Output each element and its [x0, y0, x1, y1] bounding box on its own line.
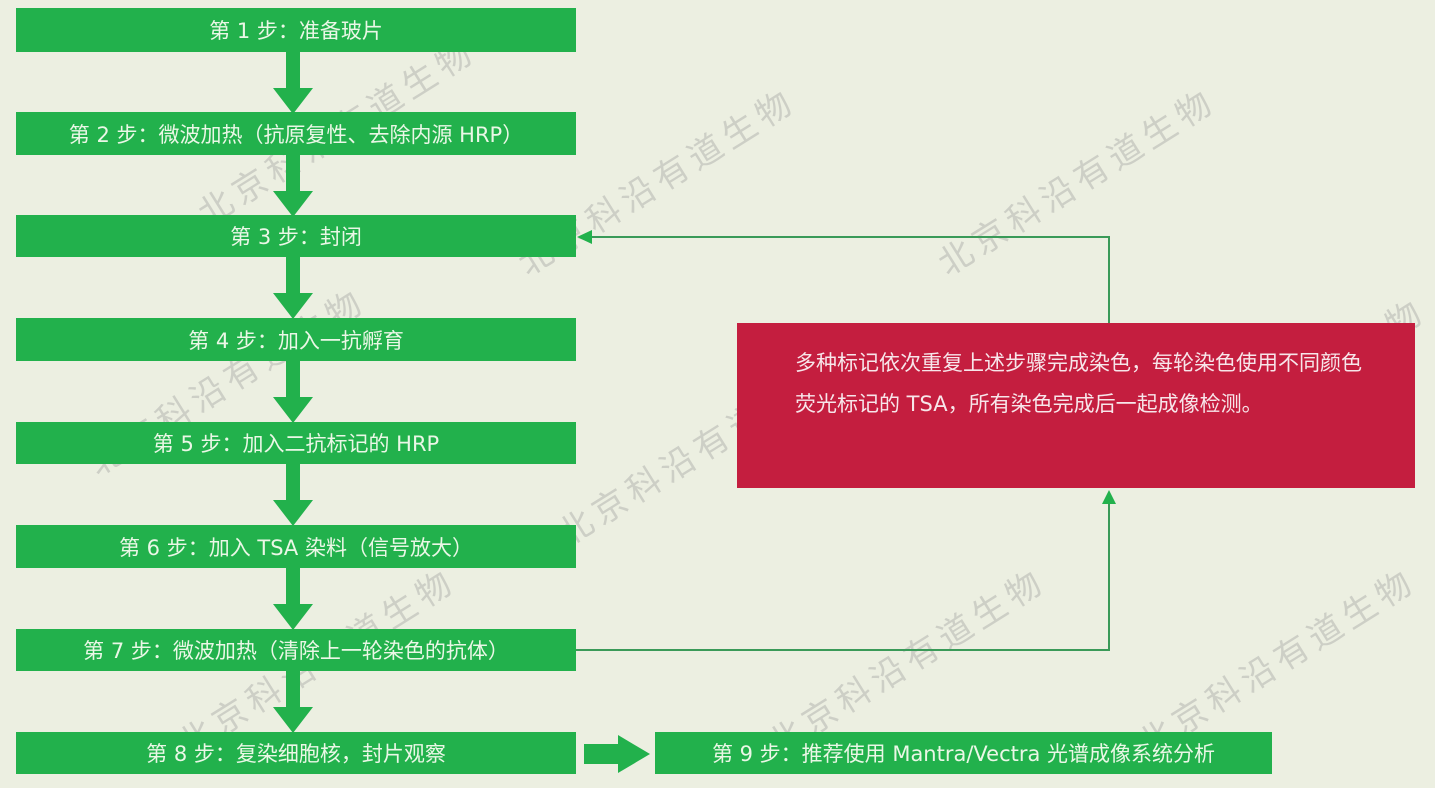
arrow-down-icon	[273, 707, 313, 733]
arrow-down-stem	[286, 257, 300, 297]
step-7-box: 第 7 步：微波加热（清除上一轮染色的抗体）	[16, 629, 576, 671]
step-1-box: 第 1 步：准备玻片	[16, 8, 576, 52]
arrow-down-stem	[286, 568, 300, 608]
arrow-left-icon	[577, 230, 592, 244]
arrow-right-icon	[618, 735, 650, 773]
connector-line	[590, 236, 1110, 238]
connector-line	[576, 649, 1110, 651]
connector-line	[1108, 237, 1110, 323]
arrow-down-icon	[273, 293, 313, 319]
step-8-box: 第 8 步：复染细胞核，封片观察	[16, 732, 576, 774]
arrow-down-stem	[286, 671, 300, 711]
connector-line	[1108, 500, 1110, 651]
step-2-box: 第 2 步：微波加热（抗原复性、去除内源 HRP）	[16, 112, 576, 155]
step-5-box: 第 5 步：加入二抗标记的 HRP	[16, 422, 576, 464]
step-4-box: 第 4 步：加入一抗孵育	[16, 318, 576, 361]
arrow-down-icon	[273, 500, 313, 526]
arrow-down-stem	[286, 464, 300, 504]
arrow-down-icon	[273, 191, 313, 217]
repeat-note-box: 多种标记依次重复上述步骤完成染色，每轮染色使用不同颜色荧光标记的 TSA，所有染…	[737, 323, 1415, 488]
arrow-right-stem	[584, 744, 620, 764]
arrow-down-icon	[273, 604, 313, 630]
arrow-down-icon	[273, 88, 313, 114]
arrow-down-stem	[286, 52, 300, 92]
arrow-down-stem	[286, 155, 300, 195]
arrow-up-icon	[1102, 490, 1116, 504]
step-6-box: 第 6 步：加入 TSA 染料（信号放大）	[16, 525, 576, 568]
repeat-note-text: 多种标记依次重复上述步骤完成染色，每轮染色使用不同颜色荧光标记的 TSA，所有染…	[795, 351, 1362, 416]
watermark: 北京科沿有道生物	[931, 80, 1224, 285]
step-3-box: 第 3 步：封闭	[16, 215, 576, 257]
step-9-box: 第 9 步：推荐使用 Mantra/Vectra 光谱成像系统分析	[655, 732, 1272, 774]
arrow-down-stem	[286, 361, 300, 401]
arrow-down-icon	[273, 397, 313, 423]
